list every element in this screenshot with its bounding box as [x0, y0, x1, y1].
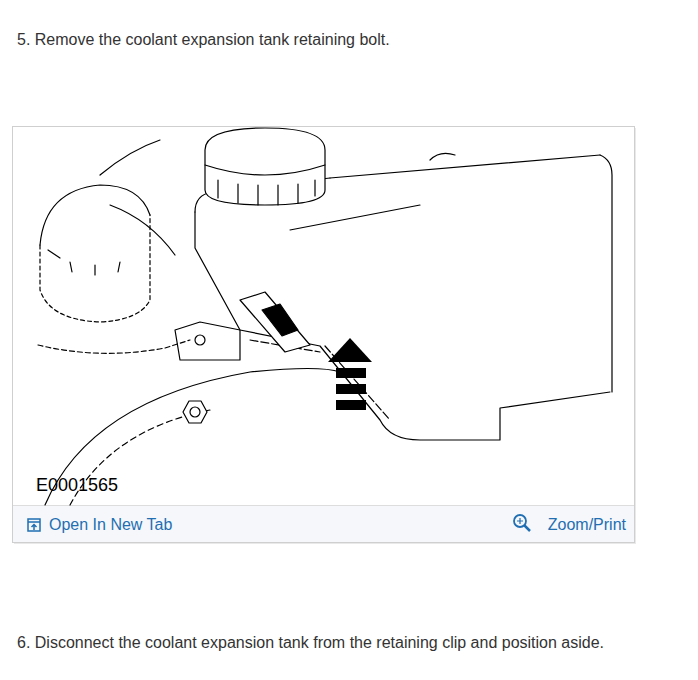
arrow-dash: [336, 400, 366, 410]
icon-bar: [28, 521, 40, 523]
plus-sign: [517, 518, 523, 524]
cap-ridges: [218, 180, 315, 205]
tank-lower-edge: [250, 340, 390, 420]
tank-right: [600, 155, 612, 392]
figure-panel: [13, 127, 635, 543]
cap-ridges: [48, 250, 120, 275]
panel-toolbar: [13, 505, 634, 542]
reservoir-cap: [40, 185, 150, 245]
link-text: Open In New Tab: [49, 515, 172, 535]
coolant-tank-drawing: [38, 128, 612, 505]
filler-cap: [205, 128, 325, 205]
lens: [514, 515, 526, 527]
bracket-hole: [195, 335, 205, 345]
tank-top: [330, 155, 600, 178]
toolbar-divider: [13, 505, 634, 506]
hose-lines: [100, 140, 175, 255]
arrow-head: [328, 338, 372, 362]
tank-outline: [195, 212, 610, 440]
step-text: 5. Remove the coolant expansion tank ret…: [17, 30, 390, 50]
zoom-icon: [514, 515, 530, 531]
arrow-dash: [336, 368, 366, 378]
step-text: 6. Disconnect the coolant expansion tank…: [17, 633, 604, 653]
direction-arrow: [328, 338, 372, 410]
icon-frame: [28, 519, 40, 531]
tank-seam: [290, 205, 420, 230]
cap-rim: [205, 165, 325, 175]
retaining-bolt: [183, 401, 207, 423]
lens-handle: [525, 526, 531, 532]
reservoir-cap-body: [40, 215, 150, 322]
arrow-dash: [336, 384, 366, 394]
mount-bracket: [175, 322, 240, 360]
bolt-head: [190, 407, 200, 417]
link-text: Zoom/Print: [548, 515, 626, 535]
clip-tab: [262, 304, 298, 336]
tank-detail: [430, 153, 455, 160]
open-tab-icon: [28, 519, 40, 531]
retaining-clip: [240, 292, 310, 352]
icon-arrow: [32, 525, 37, 531]
figure-code: E0001565: [36, 475, 118, 495]
edge-line: [38, 340, 190, 353]
